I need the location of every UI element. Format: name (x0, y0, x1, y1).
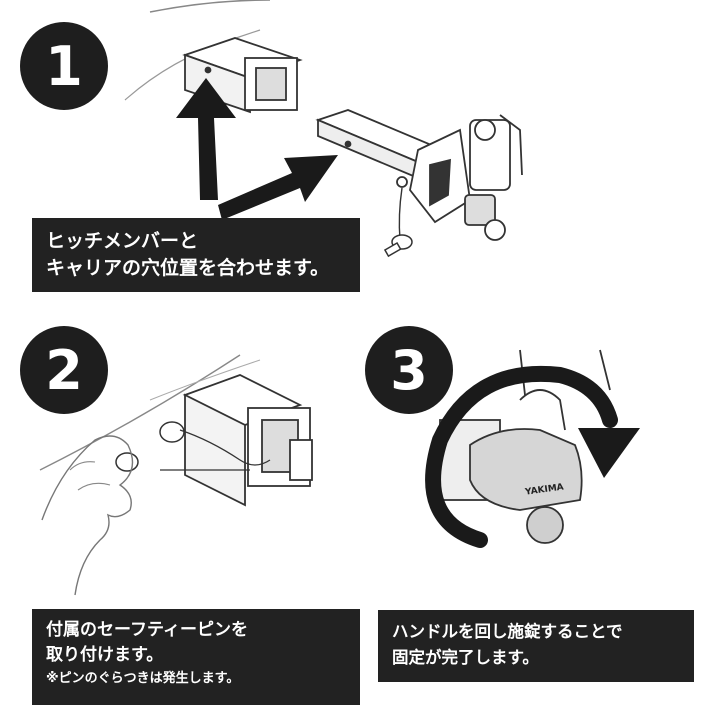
step2-caption-line2: 取り付けます。 (46, 645, 164, 665)
step-number-1: 1 (20, 22, 108, 110)
step1-caption-line2: キャリアの穴位置を合わせます。 (46, 257, 330, 279)
step-number-2: 2 (20, 326, 108, 414)
step3-caption: ハンドルを回し施錠することで 固定が完了します。 (378, 610, 694, 682)
step2-caption-note: ※ピンのぐらつきは発生します。 (46, 671, 240, 686)
pin-cord (160, 429, 271, 471)
rotation-arrow (425, 365, 618, 548)
arrow-up (176, 78, 236, 200)
step2-caption-line1: 付属のセーフティーピンを (46, 620, 248, 640)
bumper-curve (39, 354, 241, 471)
arrow-right (218, 155, 338, 220)
step2-caption: 付属のセーフティーピンを 取り付けます。 ※ピンのぐらつきは発生します。 (32, 609, 360, 705)
hitch-receiver (182, 37, 303, 114)
step1-caption-line1: ヒッチメンバーと (46, 230, 199, 252)
safety-pin (383, 234, 413, 258)
step-number-3: 3 (365, 326, 453, 414)
carrier-lock-body (439, 349, 611, 544)
step1-caption: ヒッチメンバーと キャリアの穴位置を合わせます。 (32, 218, 360, 292)
bumper-outline (149, 0, 271, 13)
hand-outline (41, 435, 134, 596)
receiver-with-bar (182, 374, 313, 507)
step3-caption-line2: 固定が完了します。 (392, 648, 539, 667)
carrier-hitch-bar (315, 109, 523, 241)
step3-caption-line1: ハンドルを回し施錠することで (392, 622, 623, 641)
rotation-arrowhead (578, 428, 640, 478)
